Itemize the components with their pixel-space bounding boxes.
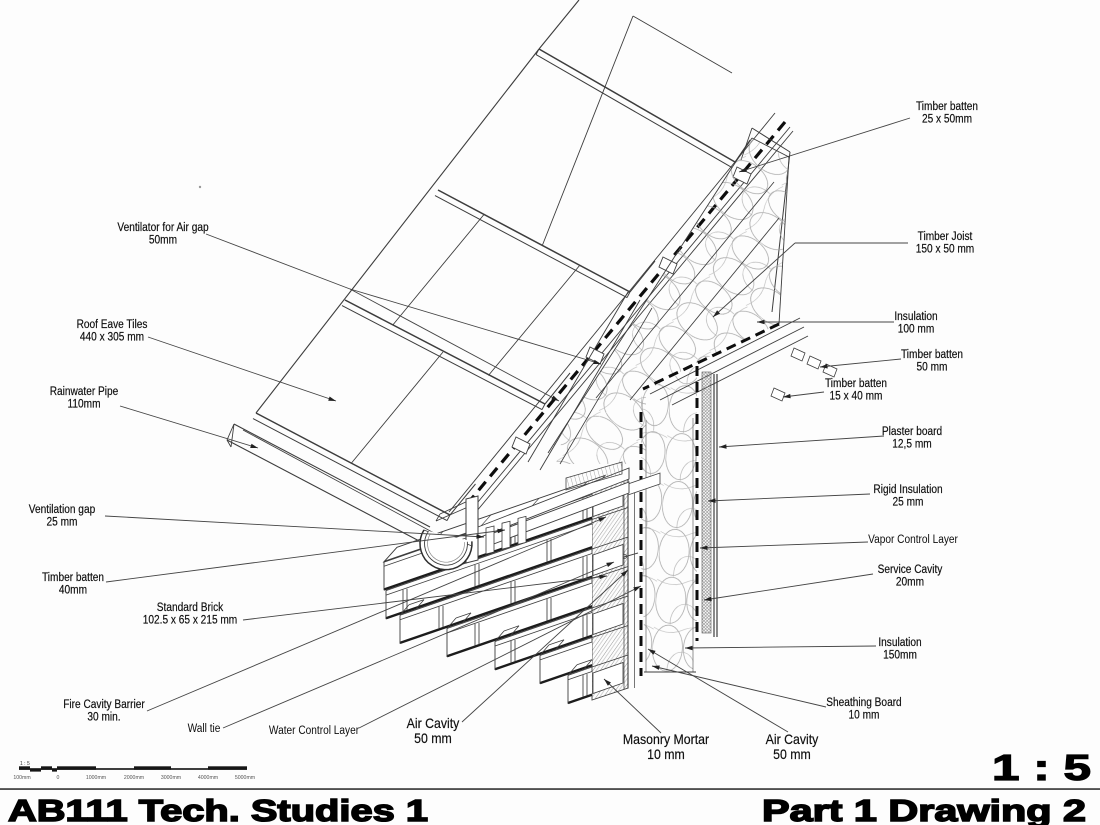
svg-text:15 x 40 mm: 15 x 40 mm (830, 391, 883, 403)
svg-text:Timber batten: Timber batten (916, 101, 978, 113)
svg-text:Plaster board: Plaster board (882, 426, 942, 438)
svg-text:12,5 mm: 12,5 mm (892, 439, 931, 451)
svg-text:Insulation: Insulation (894, 311, 937, 323)
svg-text:Insulation: Insulation (878, 637, 921, 649)
svg-text:3000mm: 3000mm (161, 775, 181, 781)
svg-text:30 min.: 30 min. (87, 712, 120, 724)
svg-text:10 mm: 10 mm (647, 746, 685, 762)
svg-text:Wall tie: Wall tie (188, 723, 221, 735)
svg-text:1 : 5: 1 : 5 (20, 761, 30, 767)
svg-text:0: 0 (57, 775, 60, 781)
svg-text:150mm: 150mm (883, 650, 917, 662)
svg-text:1 : 5: 1 : 5 (992, 747, 1091, 788)
svg-text:10 mm: 10 mm (849, 710, 880, 722)
svg-text:Air Cavity: Air Cavity (766, 731, 819, 747)
svg-text:5000mm: 5000mm (235, 775, 255, 781)
svg-text:Ventilation gap: Ventilation gap (29, 504, 95, 516)
svg-text:Air Cavity: Air Cavity (407, 715, 460, 731)
svg-text:100 mm: 100 mm (898, 324, 935, 336)
svg-text:25 x 50mm: 25 x 50mm (922, 114, 972, 126)
svg-text:Timber Joist: Timber Joist (918, 231, 973, 243)
svg-text:25 mm: 25 mm (893, 497, 924, 509)
svg-text:Water Control Layer: Water Control Layer (269, 725, 359, 737)
svg-text:Timber batten: Timber batten (901, 349, 963, 361)
svg-text:50 mm: 50 mm (773, 746, 811, 762)
svg-text:1000mm: 1000mm (86, 775, 106, 781)
svg-text:Service Cavity: Service Cavity (878, 564, 943, 576)
svg-text:2000mm: 2000mm (124, 775, 144, 781)
svg-text:Rigid Insulation: Rigid Insulation (873, 484, 942, 496)
svg-text:102.5 x 65 x 215 mm: 102.5 x 65 x 215 mm (143, 615, 238, 627)
svg-text:Part 1 Drawing 2: Part 1 Drawing 2 (762, 793, 1086, 825)
svg-text:AB111 Tech. Studies 1: AB111 Tech. Studies 1 (8, 793, 428, 825)
svg-text:50 mm: 50 mm (414, 730, 452, 746)
svg-text:25 mm: 25 mm (47, 517, 78, 529)
svg-text:20mm: 20mm (896, 577, 924, 589)
svg-text:Vapor Control Layer: Vapor Control Layer (868, 534, 958, 546)
svg-text:150 x 50 mm: 150 x 50 mm (916, 244, 975, 256)
svg-text:Standard Brick: Standard Brick (157, 602, 224, 614)
svg-text:4000mm: 4000mm (198, 775, 218, 781)
svg-text:50 mm: 50 mm (917, 362, 948, 374)
svg-text:50mm: 50mm (149, 235, 177, 247)
svg-text:Timber batten: Timber batten (825, 378, 887, 390)
svg-text:Masonry Mortar: Masonry Mortar (623, 731, 709, 747)
svg-text:Roof Eave Tiles: Roof Eave Tiles (77, 319, 148, 331)
svg-text:100mm: 100mm (13, 775, 30, 781)
svg-text:440 x 305 mm: 440 x 305 mm (80, 332, 144, 344)
svg-text:Fire Cavity Barrier: Fire Cavity Barrier (63, 699, 145, 711)
svg-text:Timber batten: Timber batten (42, 572, 104, 584)
svg-text:Sheathing Board: Sheathing Board (826, 697, 901, 709)
svg-text:40mm: 40mm (59, 585, 87, 597)
svg-text:Ventilator for Air gap: Ventilator for Air gap (117, 222, 208, 234)
svg-text:110mm: 110mm (68, 399, 101, 411)
svg-text:Rainwater Pipe: Rainwater Pipe (50, 386, 119, 398)
